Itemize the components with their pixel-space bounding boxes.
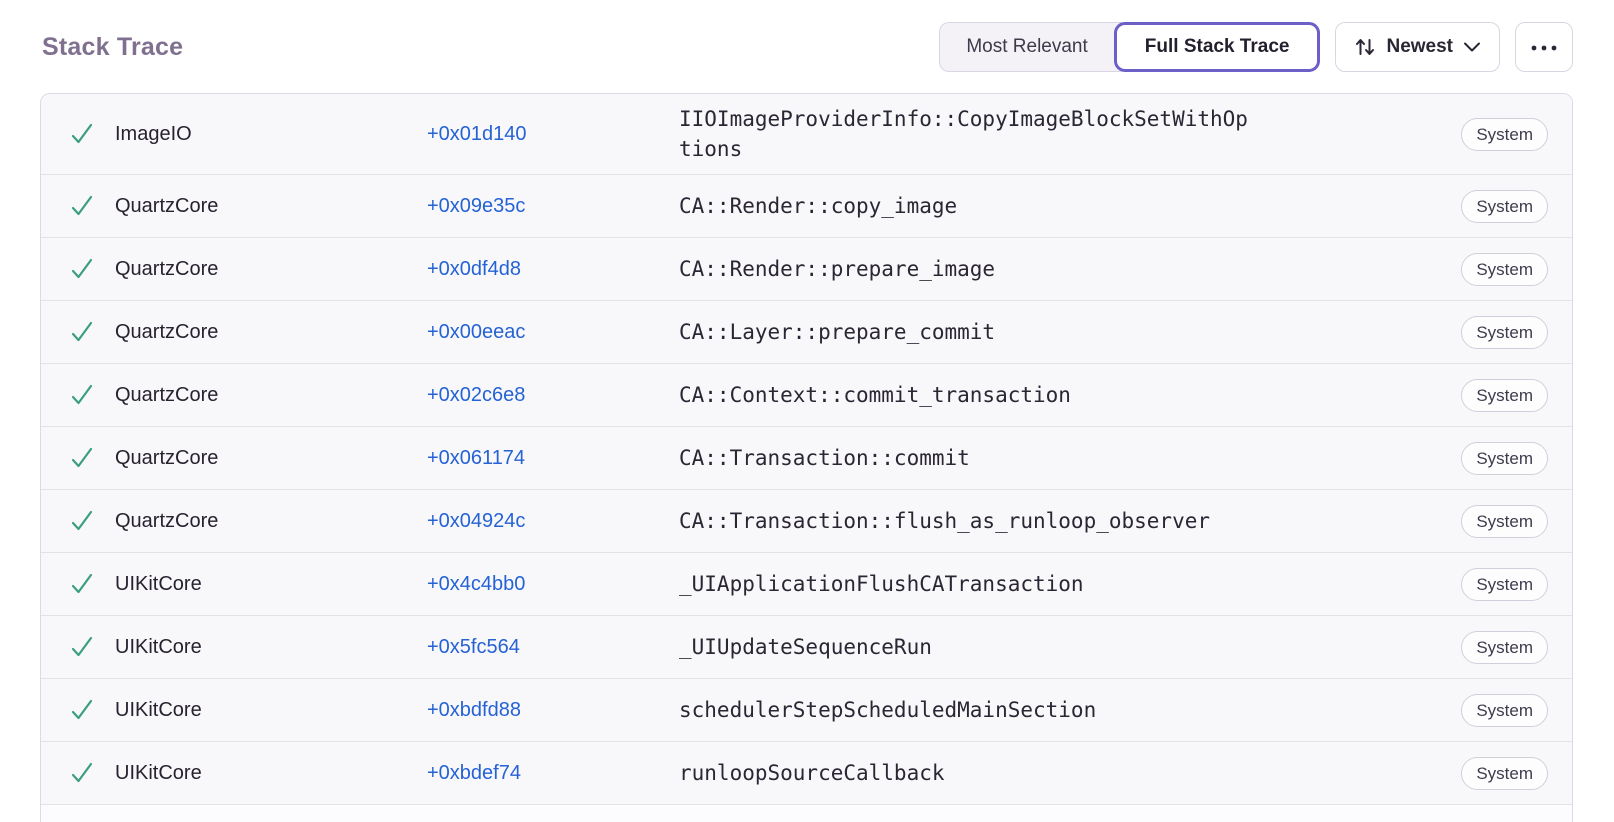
frame-function: _UIUpdateSequenceRun xyxy=(679,635,932,659)
stack-frame-row[interactable]: QuartzCore +0x0df4d8 CA::Render::prepare… xyxy=(41,238,1572,301)
stack-frame-row[interactable]: UIKitCore +0xbdef74 runloopSourceCallbac… xyxy=(41,742,1572,805)
next-frame-partial-row xyxy=(41,805,1572,822)
symbolicated-check-icon xyxy=(65,445,99,471)
frame-module: QuartzCore xyxy=(115,383,219,406)
frame-badge-cell: System xyxy=(1275,630,1548,664)
frame-module: QuartzCore xyxy=(115,320,219,343)
frame-badge-cell: System xyxy=(1275,756,1548,790)
frame-badge-cell: System xyxy=(1275,441,1548,475)
system-badge: System xyxy=(1461,189,1548,223)
symbolicated-check-icon xyxy=(65,760,99,786)
frame-module: UIKitCore xyxy=(115,761,202,784)
more-options-button[interactable] xyxy=(1515,22,1573,72)
frame-function: IIOImageProviderInfo::CopyImageBlockSetW… xyxy=(679,107,1248,161)
frame-badge-cell: System xyxy=(1275,117,1548,151)
frame-function: CA::Layer::prepare_commit xyxy=(679,320,996,344)
frame-module: UIKitCore xyxy=(115,572,202,595)
stack-frame-row[interactable]: QuartzCore +0x04924c CA::Transaction::fl… xyxy=(41,490,1572,553)
system-badge: System xyxy=(1461,252,1548,286)
ellipsis-icon xyxy=(1530,40,1558,55)
frame-function: schedulerStepScheduledMainSection xyxy=(679,698,1097,722)
stack-frame-row[interactable]: UIKitCore +0xbdfd88 schedulerStepSchedul… xyxy=(41,679,1572,742)
frame-function: CA::Render::prepare_image xyxy=(679,257,996,281)
symbolicated-check-icon xyxy=(65,256,99,282)
frame-badge-cell: System xyxy=(1275,315,1548,349)
sort-newest-dropdown[interactable]: Newest xyxy=(1335,22,1500,72)
frame-badge-cell: System xyxy=(1275,504,1548,538)
system-badge: System xyxy=(1461,441,1548,475)
frame-badge-cell: System xyxy=(1275,252,1548,286)
frame-address-link[interactable]: +0x04924c xyxy=(427,509,526,532)
frame-address-link[interactable]: +0x09e35c xyxy=(427,194,526,217)
sort-dropdown-label: Newest xyxy=(1386,36,1453,57)
frame-module: ImageIO xyxy=(115,122,192,145)
frame-address-link[interactable]: +0x5fc564 xyxy=(427,635,520,658)
system-badge: System xyxy=(1461,504,1548,538)
frame-module: UIKitCore xyxy=(115,635,202,658)
stack-frame-row[interactable]: QuartzCore +0x00eeac CA::Layer::prepare_… xyxy=(41,301,1572,364)
frame-address-link[interactable]: +0x00eeac xyxy=(427,320,526,343)
system-badge: System xyxy=(1461,117,1548,151)
frame-function: CA::Context::commit_transaction xyxy=(679,383,1071,407)
system-badge: System xyxy=(1461,567,1548,601)
page-title: Stack Trace xyxy=(42,32,184,61)
sort-arrows-icon xyxy=(1354,36,1376,58)
stack-trace-table-body: ImageIO +0x01d140 IIOImageProviderInfo::… xyxy=(41,94,1572,805)
frame-function: CA::Render::copy_image xyxy=(679,194,958,218)
frame-address-link[interactable]: +0x02c6e8 xyxy=(427,383,526,406)
symbolicated-check-icon xyxy=(65,508,99,534)
full-stack-trace-button[interactable]: Full Stack Trace xyxy=(1113,22,1321,72)
stack-frame-row[interactable]: UIKitCore +0x4c4bb0 _UIApplicationFlushC… xyxy=(41,553,1572,616)
frame-function: runloopSourceCallback xyxy=(679,761,945,785)
frame-address-link[interactable]: +0x01d140 xyxy=(427,122,527,145)
symbolicated-check-icon xyxy=(65,697,99,723)
frame-address-link[interactable]: +0xbdef74 xyxy=(427,761,521,784)
symbolicated-check-icon xyxy=(65,634,99,660)
frame-badge-cell: System xyxy=(1275,378,1548,412)
system-badge: System xyxy=(1461,378,1548,412)
frame-module: UIKitCore xyxy=(115,698,202,721)
system-badge: System xyxy=(1461,756,1548,790)
stack-frame-row[interactable]: QuartzCore +0x09e35c CA::Render::copy_im… xyxy=(41,175,1572,238)
frame-badge-cell: System xyxy=(1275,567,1548,601)
symbolicated-check-icon xyxy=(65,121,99,147)
frame-function: _UIApplicationFlushCATransaction xyxy=(679,572,1084,596)
frame-module: QuartzCore xyxy=(115,509,219,532)
stack-frame-row[interactable]: QuartzCore +0x061174 CA::Transaction::co… xyxy=(41,427,1572,490)
stack-trace-panel: ImageIO +0x01d140 IIOImageProviderInfo::… xyxy=(40,93,1573,822)
frame-address-link[interactable]: +0xbdfd88 xyxy=(427,698,521,721)
frame-module: QuartzCore xyxy=(115,194,219,217)
chevron-down-icon xyxy=(1463,41,1481,53)
system-badge: System xyxy=(1461,630,1548,664)
frame-module: QuartzCore xyxy=(115,446,219,469)
frame-address-link[interactable]: +0x4c4bb0 xyxy=(427,572,526,595)
frame-address-link[interactable]: +0x061174 xyxy=(427,446,526,469)
system-badge: System xyxy=(1461,693,1548,727)
stack-trace-header: Stack Trace Most Relevant Full Stack Tra… xyxy=(0,0,1614,72)
most-relevant-button[interactable]: Most Relevant xyxy=(939,22,1122,72)
symbolicated-check-icon xyxy=(65,571,99,597)
frame-function: CA::Transaction::commit xyxy=(679,446,970,470)
system-badge: System xyxy=(1461,315,1548,349)
symbolicated-check-icon xyxy=(65,193,99,219)
symbolicated-check-icon xyxy=(65,319,99,345)
header-controls: Most Relevant Full Stack Trace Newest xyxy=(939,22,1573,72)
frame-module: QuartzCore xyxy=(115,257,219,280)
stack-frame-row[interactable]: QuartzCore +0x02c6e8 CA::Context::commit… xyxy=(41,364,1572,427)
stack-frame-row[interactable]: ImageIO +0x01d140 IIOImageProviderInfo::… xyxy=(41,94,1572,175)
frame-badge-cell: System xyxy=(1275,693,1548,727)
frame-function: CA::Transaction::flush_as_runloop_observ… xyxy=(679,509,1211,533)
frame-address-link[interactable]: +0x0df4d8 xyxy=(427,257,521,280)
frame-badge-cell: System xyxy=(1275,189,1548,223)
stack-frame-row[interactable]: UIKitCore +0x5fc564 _UIUpdateSequenceRun… xyxy=(41,616,1572,679)
trace-view-segmented-control: Most Relevant Full Stack Trace xyxy=(939,22,1321,72)
symbolicated-check-icon xyxy=(65,382,99,408)
